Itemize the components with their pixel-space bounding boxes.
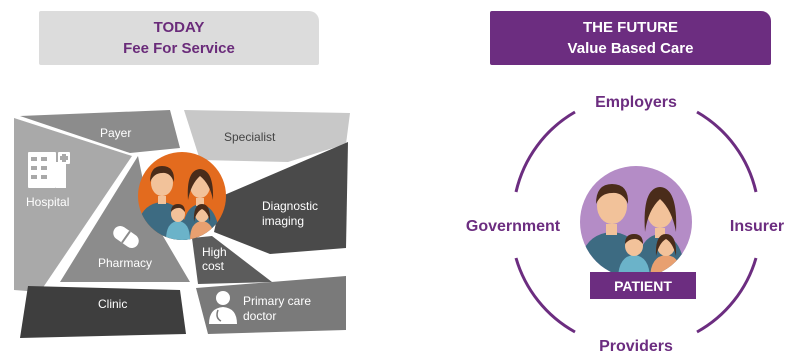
doctor-icon [209, 291, 237, 324]
ring-arc-bottom-left [514, 257, 576, 334]
high-cost-label-line2: cost [202, 259, 225, 273]
future-header-subtitle: Value Based Care [567, 40, 694, 57]
hospital-label: Hospital [26, 195, 69, 209]
today-header-title: TODAY [153, 19, 205, 36]
specialist-piece [184, 110, 350, 162]
fragmented-care-diagram: Payer Specialist Hospital Diagnostic ima… [14, 110, 350, 338]
government-label: Government [466, 218, 561, 235]
hospital-icon [28, 152, 70, 188]
pharmacy-piece [60, 156, 190, 282]
diagnostic-label-line2: imaging [262, 214, 304, 228]
payer-piece [20, 110, 180, 153]
payer-label: Payer [100, 126, 131, 140]
clinic-piece [20, 286, 186, 338]
employers-label: Employers [595, 94, 677, 111]
clinic-label: Clinic [98, 297, 127, 311]
insurer-label: Insurer [730, 218, 784, 235]
future-header: THE FUTURE Value Based Care [490, 11, 771, 65]
diagnostic-piece [214, 142, 348, 254]
patient-badge [590, 272, 696, 299]
ring-arc-top-right [696, 110, 758, 193]
pill-icon [113, 225, 139, 249]
patient-label: PATIENT [614, 278, 672, 294]
ring-arc-top-left [514, 110, 576, 193]
high-cost-label-line1: High [202, 245, 227, 259]
today-header-subtitle: Fee For Service [123, 40, 235, 57]
family-icon-left [138, 166, 220, 240]
value-based-care-diagram: Employers Government Insurer Providers P… [466, 94, 784, 354]
pharmacy-label: Pharmacy [98, 256, 152, 270]
providers-label: Providers [599, 338, 673, 354]
future-header-title: THE FUTURE [583, 19, 678, 36]
primary-care-label-line2: doctor [243, 309, 276, 323]
today-header: TODAY Fee For Service [39, 11, 319, 65]
high-cost-piece [192, 236, 272, 284]
diagnostic-label-line1: Diagnostic [262, 199, 318, 213]
primary-care-label-line1: Primary care [243, 294, 311, 308]
ring-arc-bottom-right [696, 257, 758, 334]
specialist-label: Specialist [224, 130, 276, 144]
